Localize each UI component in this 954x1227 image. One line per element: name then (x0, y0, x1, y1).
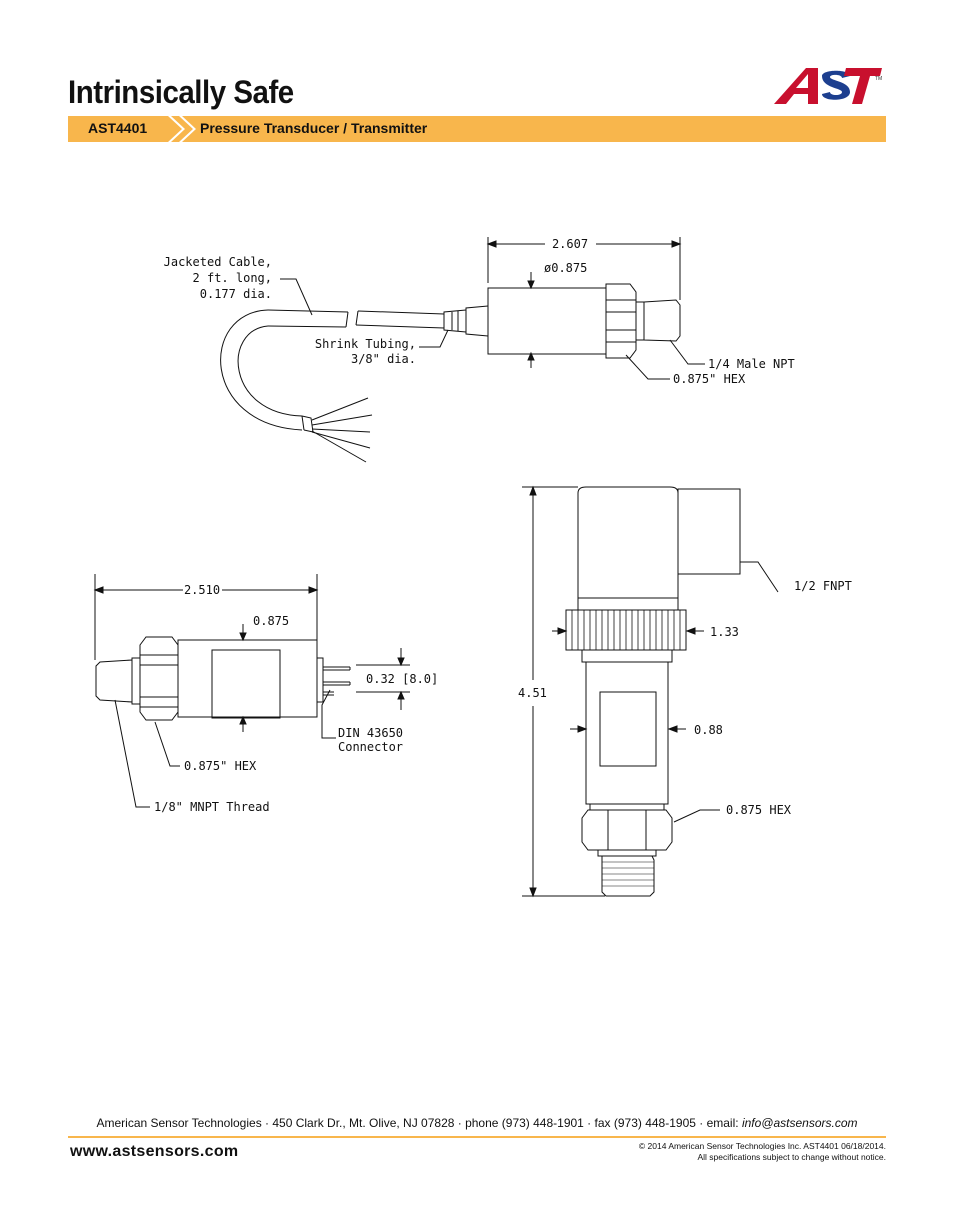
chevron-right-icon (168, 116, 196, 142)
product-description: Pressure Transducer / Transmitter (200, 120, 428, 136)
company-address: American Sensor Technologies · 450 Clark… (0, 1116, 954, 1130)
cable-label-1: Jacketed Cable, (164, 255, 272, 269)
copyright-block: © 2014 American Sensor Technologies Inc.… (639, 1141, 886, 1163)
copyright-text: © 2014 American Sensor Technologies Inc.… (638, 1141, 886, 1151)
website-link[interactable]: www.astsensors.com (70, 1143, 239, 1160)
left-length-dim: 2.510 (184, 583, 220, 597)
notice-text: All specifications subject to change wit… (697, 1152, 886, 1162)
ast-logo: TM (774, 68, 882, 104)
email-link[interactable]: info@astsensors.com (741, 1116, 858, 1130)
pin-dim: 0.32 [8.0] (366, 672, 438, 686)
shrink-label-2: 3/8" dia. (351, 352, 416, 366)
left-diameter-dim: 0.875 (253, 614, 289, 628)
shrink-label-1: Shrink Tubing, (315, 337, 416, 351)
cable-label-2: 2 ft. long, (193, 271, 272, 285)
top-diameter-dim: ø0.875 (544, 261, 587, 275)
connector-label-1: DIN 43650 (338, 726, 403, 740)
height-dim: 4.51 (518, 686, 547, 700)
page-title: Intrinsically Safe (68, 74, 294, 110)
top-length-dim: 2.607 (552, 237, 588, 251)
body-dim: 0.88 (694, 723, 723, 737)
left-hex-label: 0.875" HEX (184, 759, 257, 773)
title-banner: AST4401 Pressure Transducer / Transmitte… (68, 116, 886, 142)
right-hex-label: 0.875 HEX (726, 803, 792, 817)
connector-label-2: Connector (338, 740, 403, 754)
footer-divider (68, 1136, 886, 1138)
thread-label: 1/8" MNPT Thread (154, 800, 270, 814)
address-text: American Sensor Technologies · 450 Clark… (96, 1116, 742, 1130)
cable-label-3: 0.177 dia. (200, 287, 272, 301)
top-view (220, 237, 705, 463)
left-view (93, 574, 410, 808)
right-view (522, 485, 779, 898)
fnpt-label: 1/2 FNPT (794, 579, 852, 593)
top-npt-label: 1/4 Male NPT (708, 357, 795, 371)
svg-text:TM: TM (875, 76, 882, 82)
ring-dim: 1.33 (710, 625, 739, 639)
model-number: AST4401 (88, 120, 148, 136)
top-hex-label: 0.875" HEX (673, 372, 746, 386)
